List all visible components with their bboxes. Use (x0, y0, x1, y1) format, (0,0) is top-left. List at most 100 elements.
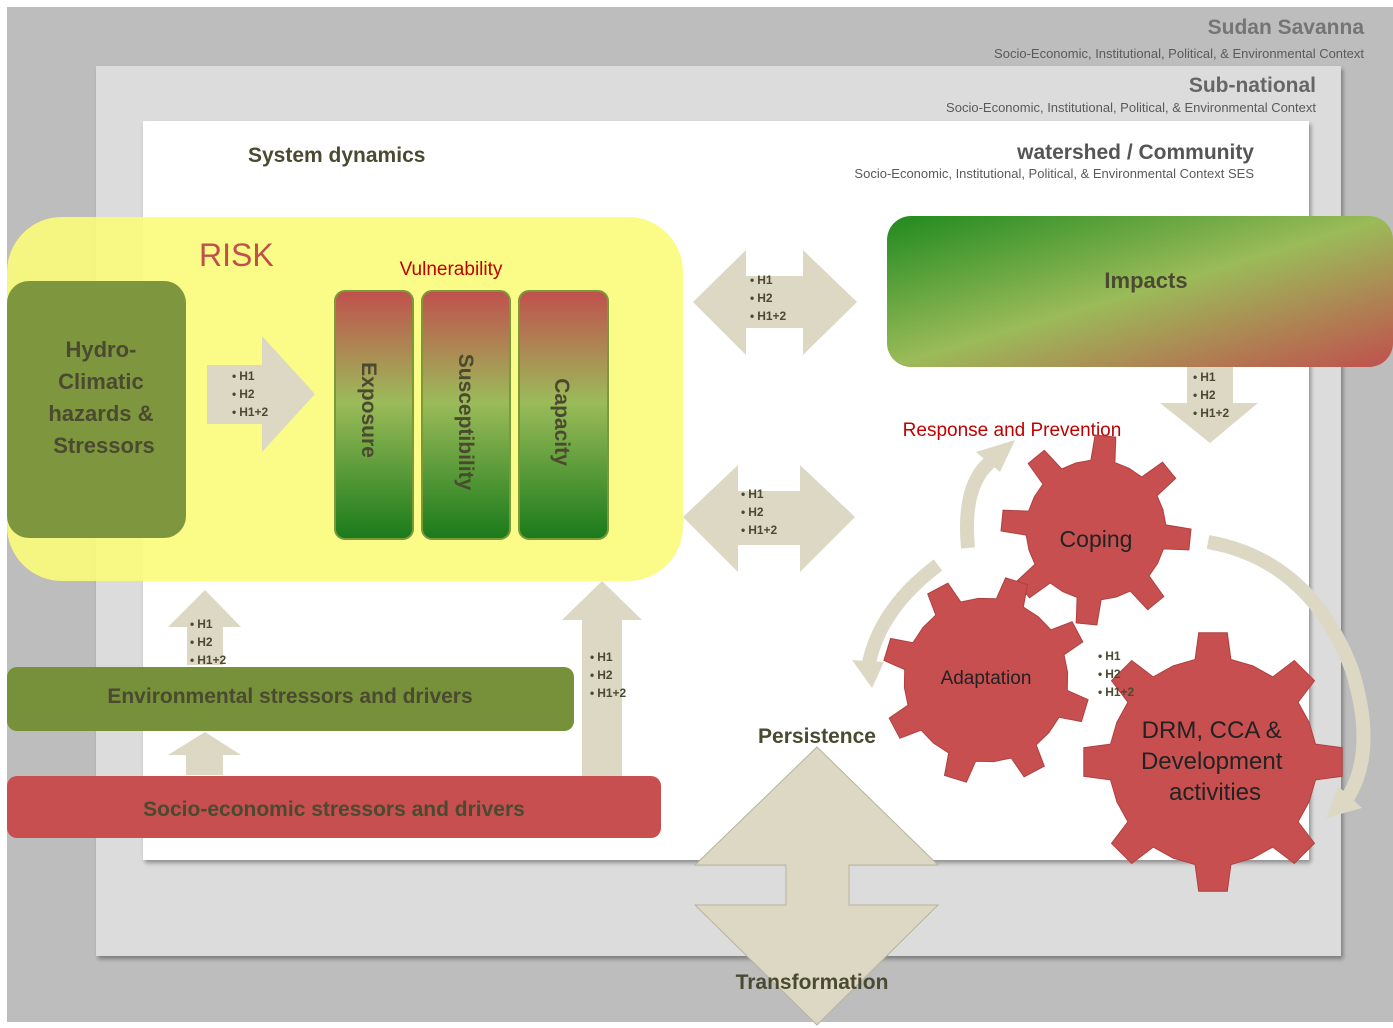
hyp-text: H1 (197, 617, 213, 631)
hyp-socio-up: •H1 •H2 •H1+2 (590, 650, 627, 700)
hazards-line-2: Climatic (58, 369, 144, 394)
hazards-line-3: hazards & (48, 401, 153, 426)
cycle-arrow-left (861, 559, 943, 670)
hyp-hazards-h2: •H2 (232, 387, 255, 401)
capacity-label: Capacity (550, 378, 573, 466)
gears-group (883, 434, 1343, 892)
hyp-text: H2 (1105, 667, 1121, 681)
bullet: • (1193, 406, 1197, 420)
persistence-label: Persistence (758, 725, 876, 748)
response-prevention-label: Response and Prevention (903, 420, 1122, 441)
middle-context-subtitle: Socio-Economic, Institutional, Political… (946, 100, 1316, 115)
impacts-label: Impacts (1104, 268, 1187, 293)
hyp-middle-h12: •H1+2 (741, 523, 778, 537)
coping-label: Coping (1060, 526, 1133, 552)
hazards-line-4: Stressors (53, 433, 155, 458)
hyp-text: H1+2 (1200, 406, 1229, 420)
arrow-socio-to-risk (562, 581, 642, 777)
hyp-impacts-h2: •H2 (1193, 388, 1216, 402)
transformation-label: Transformation (736, 971, 889, 994)
risk-label: RISK (199, 237, 274, 273)
arrow-socio-to-env (168, 732, 241, 775)
susceptibility-bar: Susceptibility (421, 290, 511, 540)
bullet: • (1098, 685, 1102, 699)
drm-gear (1083, 632, 1343, 892)
cycle-arrow-up (959, 456, 995, 549)
drm-line-1: DRM, CCA & (1142, 717, 1282, 744)
environmental-drivers-box (7, 667, 574, 731)
cycle-arrow-right (1206, 535, 1371, 813)
hyp-text: H1 (757, 273, 773, 287)
hyp-gears-h12: •H1+2 (1098, 685, 1135, 699)
persistence-transformation-arrow (693, 746, 940, 1026)
hyp-text: H1 (1105, 649, 1121, 663)
bullet: • (232, 387, 236, 401)
susceptibility-label: Susceptibility (454, 354, 477, 491)
hyp-gears: •H1 •H2 •H1+2 (1098, 649, 1135, 699)
hyp-hazards-h1: •H1 (232, 369, 255, 383)
drm-label: DRM, CCA & Development activities (1141, 717, 1289, 806)
hyp-text: H1 (1200, 370, 1216, 384)
hyp-text: H1 (597, 650, 613, 664)
exposure-label: Exposure (357, 362, 380, 458)
drm-line-3: activities (1169, 779, 1261, 806)
hyp-top-h12: •H1+2 (750, 309, 787, 323)
middle-context-title: Sub-national (1189, 74, 1316, 97)
socioeconomic-drivers-box (7, 776, 661, 838)
hyp-middle-h2: •H2 (741, 505, 764, 519)
bullet: • (1098, 667, 1102, 681)
drm-line-2: Development (1141, 748, 1283, 775)
hyp-text: H2 (1200, 388, 1216, 402)
hyp-gears-h2: •H2 (1098, 667, 1121, 681)
bullet: • (750, 309, 754, 323)
impacts-box (887, 216, 1393, 367)
hyp-text: H1+2 (1105, 685, 1134, 699)
bullet: • (590, 650, 594, 664)
hyp-text: H2 (597, 668, 613, 682)
hyp-text: H1+2 (748, 523, 777, 537)
outer-context-title: Sudan Savanna (1208, 16, 1365, 39)
arrow-impacts-down (1160, 367, 1258, 443)
outer-context-subtitle: Socio-Economic, Institutional, Political… (994, 46, 1364, 61)
hyp-impacts-h1: •H1 (1193, 370, 1216, 384)
inner-context-title: watershed / Community (1016, 141, 1254, 164)
hyp-text: H1+2 (757, 309, 786, 323)
hyp-impacts-h12: •H1+2 (1193, 406, 1230, 420)
capacity-bar: Capacity (518, 290, 609, 540)
bullet: • (1193, 388, 1197, 402)
arrow-risk-response-middle (683, 465, 855, 572)
bullet: • (590, 668, 594, 682)
bullet: • (750, 273, 754, 287)
bullet: • (190, 635, 194, 649)
arrow-env-to-risk (168, 590, 241, 665)
socioeconomic-drivers-label: Socio-economic stressors and drivers (143, 798, 525, 821)
hyp-env-up: •H1 •H2 •H1+2 (190, 617, 227, 667)
hyp-top-h1: •H1 (750, 273, 773, 287)
bullet: • (750, 291, 754, 305)
arrow-hazards-to-vulnerability (207, 336, 315, 452)
hyp-top-double: •H1 •H2 •H1+2 (750, 273, 787, 323)
hyp-text: H2 (748, 505, 764, 519)
hyp-hazards-h12: •H1+2 (232, 405, 269, 419)
exposure-bar: Exposure (334, 290, 414, 540)
hyp-middle-h1: •H1 (741, 487, 764, 501)
hyp-text: H2 (197, 635, 213, 649)
cycle-arrowhead-up (976, 440, 1015, 472)
bullet: • (190, 617, 194, 631)
hyp-text: H2 (757, 291, 773, 305)
hyp-env-h1: •H1 (190, 617, 213, 631)
hyp-socio-h1: •H1 (590, 650, 613, 664)
hyp-socio-h2: •H2 (590, 668, 613, 682)
bullet: • (590, 686, 594, 700)
arrow-risk-impacts-top (693, 250, 857, 355)
bullet: • (190, 653, 194, 667)
adaptation-gear (883, 577, 1089, 783)
hyp-hazards: •H1 •H2 •H1+2 (232, 369, 269, 419)
bullet: • (741, 505, 745, 519)
system-dynamics-label: System dynamics (248, 144, 425, 167)
hyp-text: H1 (239, 369, 255, 383)
hazards-line-1: Hydro- (65, 337, 136, 362)
bullet: • (741, 523, 745, 537)
environmental-drivers-label: Environmental stressors and drivers (107, 685, 472, 708)
